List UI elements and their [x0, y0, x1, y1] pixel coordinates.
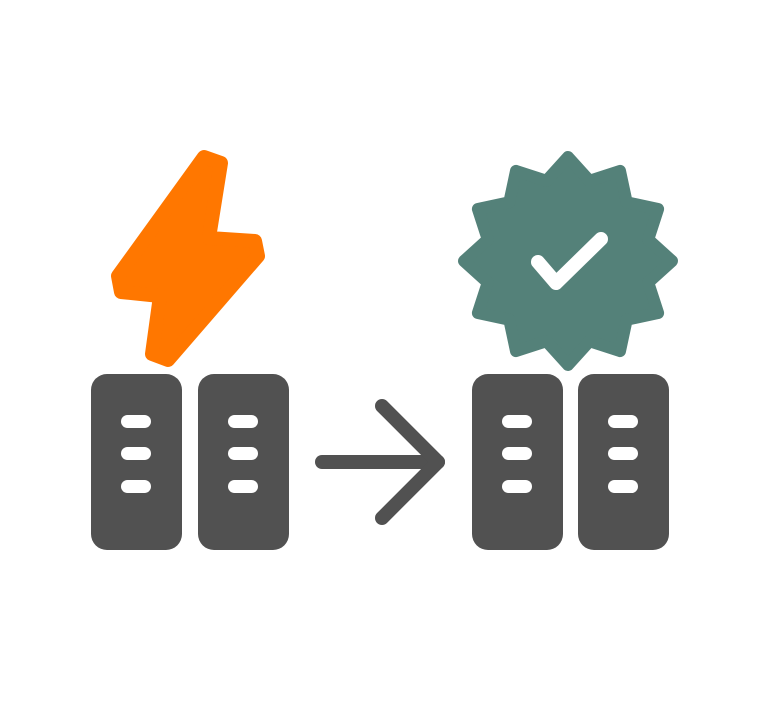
server-led [121, 415, 151, 428]
server-led [502, 415, 532, 428]
server-led [608, 447, 638, 460]
server-led [121, 480, 151, 493]
server-rack-icon [578, 374, 669, 550]
server-rack-icon [91, 374, 182, 550]
lightning-bolt-icon [111, 150, 265, 367]
server-led [502, 480, 532, 493]
server-led [121, 447, 151, 460]
arrow-head [375, 399, 445, 525]
server-led [228, 447, 258, 460]
server-rack-icon [198, 374, 289, 550]
server-led [608, 415, 638, 428]
server-body [472, 374, 563, 550]
check-icon [531, 232, 608, 290]
server-rack-icon [472, 374, 563, 550]
badge-star [458, 151, 678, 371]
source-servers [91, 374, 289, 550]
server-led [228, 480, 258, 493]
server-body [198, 374, 289, 550]
arrow-right-icon [315, 399, 445, 525]
server-led [608, 480, 638, 493]
server-led [228, 415, 258, 428]
server-body [91, 374, 182, 550]
target-servers [472, 374, 669, 550]
server-body [578, 374, 669, 550]
server-led [502, 447, 532, 460]
verified-badge-icon [458, 151, 678, 371]
